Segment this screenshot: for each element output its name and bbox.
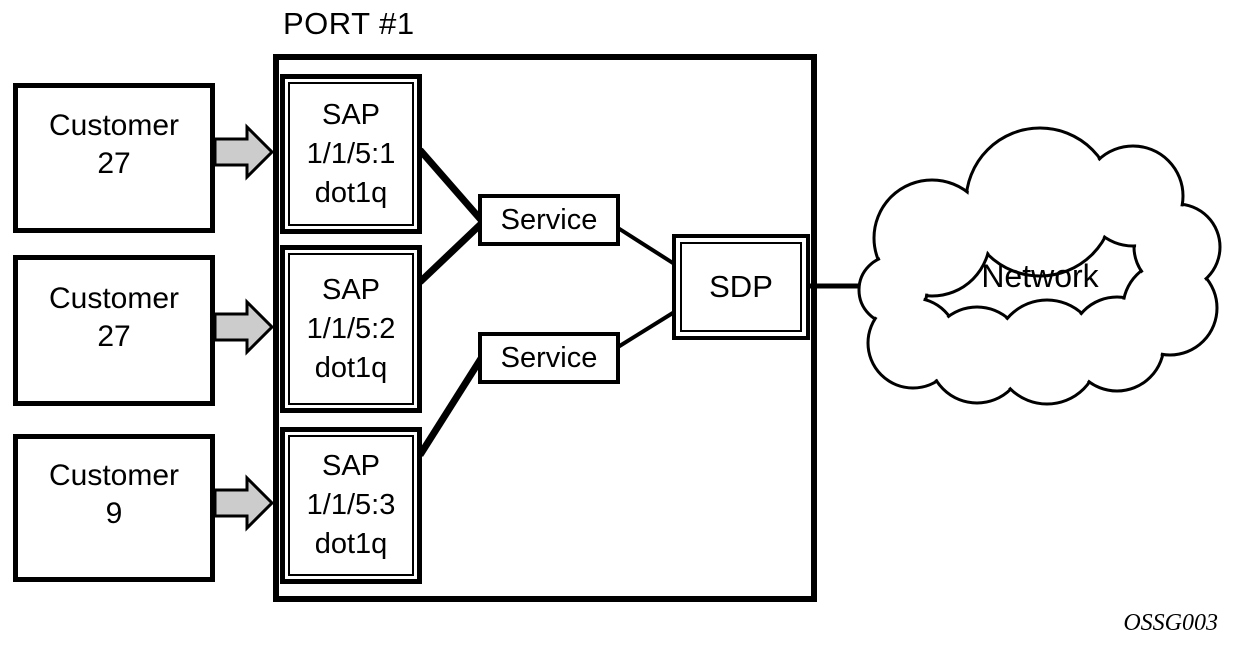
customer-id: 27 (97, 319, 131, 353)
sap-encap: dot1q (314, 176, 388, 209)
customer-box-2: Customer 27 (13, 255, 215, 406)
customer-box-3: Customer 9 (13, 434, 215, 582)
sap-box-2-inner: SAP 1/1/5:2 dot1q (288, 253, 414, 405)
sap-box-3: SAP 1/1/5:3 dot1q (280, 427, 422, 584)
service-label: Service (500, 341, 598, 374)
network-cloud-icon (857, 126, 1222, 406)
customer-name: Customer (48, 281, 180, 315)
link-sap3-service2 (417, 355, 485, 457)
customer-name: Customer (48, 459, 180, 492)
link-sap2-service1 (417, 220, 485, 285)
link-sap1-service1 (417, 147, 485, 224)
sap-id: 1/1/5:1 (306, 137, 396, 170)
flow-arrows (213, 123, 275, 532)
customer-id: 9 (105, 497, 123, 530)
service-box-2: Service (478, 332, 620, 384)
sap-id: 1/1/5:2 (306, 312, 396, 345)
sap-title: SAP (321, 450, 381, 482)
port-title: PORT #1 (283, 6, 415, 41)
sap-box-1: SAP 1/1/5:1 dot1q (280, 74, 422, 234)
arrow-customer2-sap2 (213, 298, 275, 356)
service-label: Service (500, 203, 598, 236)
link-service2-sdp (616, 309, 678, 349)
sap-box-3-inner: SAP 1/1/5:3 dot1q (288, 435, 414, 576)
sdp-box-inner: SDP (680, 242, 802, 332)
sap-box-2: SAP 1/1/5:2 dot1q (280, 245, 422, 413)
port-box (273, 54, 817, 602)
sdp-box: SDP (672, 234, 810, 340)
sap-encap: dot1q (314, 528, 388, 560)
customer-box-1: Customer 27 (13, 83, 215, 233)
customer-id: 27 (97, 147, 131, 180)
arrow-customer1-sap1 (213, 123, 275, 181)
customer-name: Customer (48, 109, 180, 142)
sap-id: 1/1/5:3 (306, 489, 396, 521)
sap-title: SAP (321, 98, 381, 131)
link-service1-sdp (616, 226, 678, 267)
figure-id-watermark: OSSG003 (1123, 610, 1218, 636)
sap-title: SAP (321, 273, 381, 306)
sap-encap: dot1q (314, 351, 388, 384)
sap-box-1-inner: SAP 1/1/5:1 dot1q (288, 82, 414, 226)
service-box-1: Service (478, 194, 620, 246)
network-label: Network (981, 258, 1099, 294)
sdp-label: SDP (709, 269, 773, 304)
arrow-customer3-sap3 (213, 474, 275, 532)
